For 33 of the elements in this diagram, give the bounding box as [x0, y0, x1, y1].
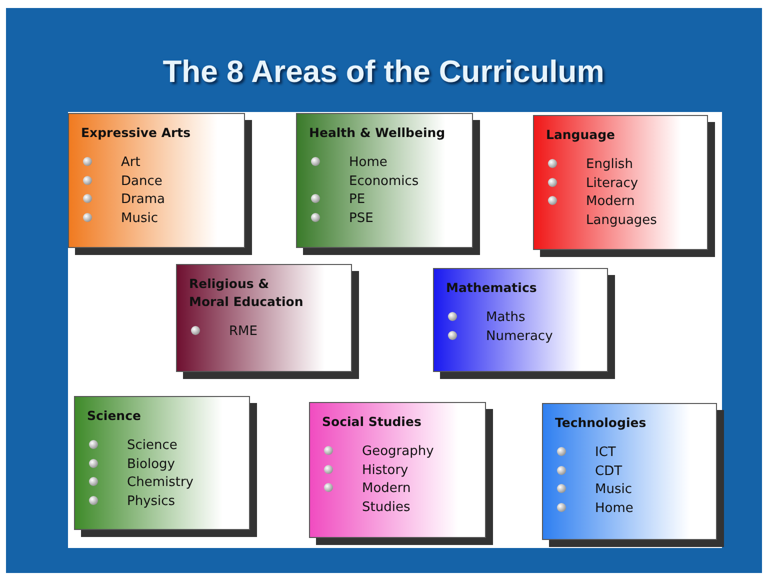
list-item: Home	[595, 500, 634, 518]
list-item: Numeracy	[486, 328, 554, 346]
card-heading: Health & Wellbeing	[309, 124, 446, 142]
list-item: Art	[121, 154, 142, 172]
list-item: Biology	[127, 456, 176, 474]
list-item: History	[362, 462, 410, 480]
list-item: Chemistry	[127, 474, 194, 492]
card-heading: Science	[87, 407, 142, 425]
card-heading: Mathematics	[446, 279, 538, 297]
list-item: Modern Studies	[362, 480, 412, 516]
list-item: Maths	[486, 309, 526, 327]
list-item: Geography	[362, 443, 432, 461]
card-heading: Social Studies	[322, 413, 422, 431]
slide-title: The 8 Areas of the Curriculum	[162, 54, 606, 90]
list-item: Music	[595, 481, 633, 499]
list-item: Modern Languages	[586, 193, 656, 230]
list-item: ICT	[595, 444, 617, 462]
list-item: RME	[229, 323, 258, 341]
list-item: Science	[127, 437, 178, 455]
list-item: PE	[349, 191, 366, 209]
list-item: Drama	[121, 191, 166, 209]
list-item: PSE	[349, 210, 374, 228]
card-heading: Religious & Moral Education	[189, 275, 304, 311]
list-item: Music	[121, 210, 159, 228]
card-heading: Expressive Arts	[81, 124, 192, 142]
list-item: CDT	[595, 462, 624, 480]
list-item: Physics	[127, 492, 176, 510]
list-item: Home Economics	[349, 154, 419, 190]
list-item: Literacy	[586, 174, 640, 192]
list-item: English	[586, 156, 634, 174]
list-item: Dance	[121, 172, 164, 190]
card-heading: Language	[546, 126, 616, 144]
card-heading: Technologies	[555, 414, 648, 432]
